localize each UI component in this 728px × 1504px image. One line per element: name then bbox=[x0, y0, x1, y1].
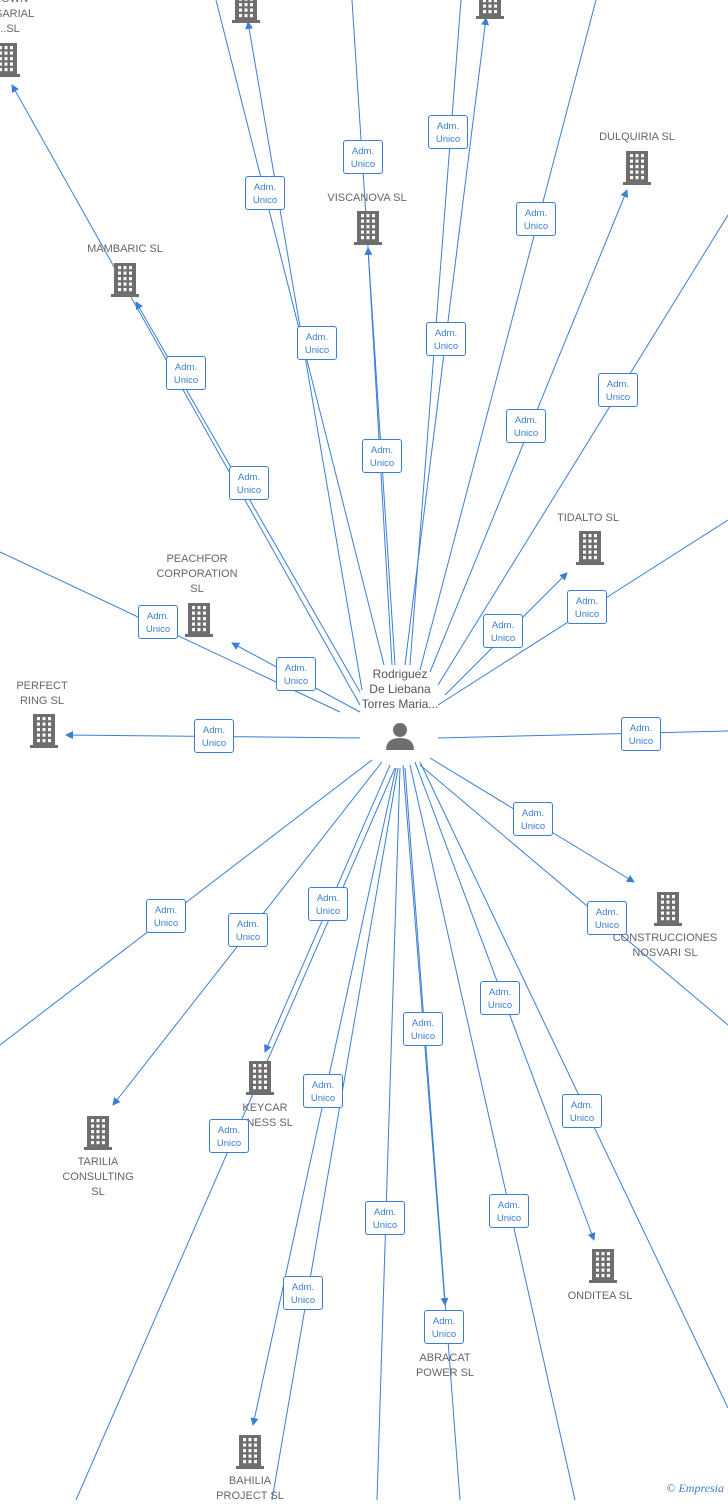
role-badge[interactable]: Adm. Unico bbox=[365, 1201, 405, 1235]
watermark: © Empresia bbox=[666, 1481, 724, 1495]
edge-line bbox=[351, 0, 396, 666]
role-badge[interactable]: Adm. Unico bbox=[426, 322, 466, 356]
company-label[interactable]: ABRACAT POWER SL bbox=[415, 1352, 475, 1379]
role-badge[interactable]: Adm. Unico bbox=[229, 466, 269, 500]
role-badge[interactable]: Adm. Unico bbox=[598, 373, 638, 407]
role-badge[interactable]: Adm. Unico bbox=[276, 657, 316, 691]
company-label[interactable]: BAHILIA PROJECT SL bbox=[216, 1475, 284, 1502]
company-label[interactable]: DULQUIRIA SL bbox=[599, 131, 675, 143]
role-badge[interactable]: Adm. Unico bbox=[567, 590, 607, 624]
role-badge[interactable]: Adm. Unico bbox=[506, 409, 546, 443]
building-icon bbox=[246, 1061, 274, 1095]
role-badge[interactable]: Adm. Unico bbox=[403, 1012, 443, 1046]
edge-line bbox=[437, 730, 728, 739]
company-label[interactable]: TARILIA CONSULTING SL bbox=[62, 1156, 134, 1198]
role-badge[interactable]: Adm. Unico bbox=[621, 717, 661, 751]
role-badge[interactable]: Adm. Unico bbox=[303, 1074, 343, 1108]
role-badge[interactable]: Adm. Unico bbox=[343, 140, 383, 174]
edge-line bbox=[419, 764, 728, 1026]
edge-line bbox=[419, 0, 597, 671]
role-badge[interactable]: Adm. Unico bbox=[362, 439, 402, 473]
role-badge[interactable]: Adm. Unico bbox=[428, 115, 468, 149]
building-icon bbox=[236, 1435, 264, 1469]
role-badge[interactable]: Adm. Unico bbox=[138, 605, 178, 639]
edge-line bbox=[404, 767, 461, 1500]
building-icon bbox=[476, 0, 504, 19]
building-icon bbox=[576, 531, 604, 565]
edge-line bbox=[409, 764, 576, 1500]
role-badge[interactable]: Adm. Unico bbox=[194, 719, 234, 753]
company-label[interactable]: CONSTRUCCIONES NOSVARI SL bbox=[612, 932, 718, 959]
role-badge[interactable]: Adm. Unico bbox=[209, 1119, 249, 1153]
edge-line bbox=[11, 84, 361, 706]
company-label[interactable]: TIDALTO SL bbox=[557, 512, 619, 524]
role-badge[interactable]: Adm. Unico bbox=[562, 1094, 602, 1128]
building-icon bbox=[354, 211, 382, 245]
company-label[interactable]: MAMBARIC SL bbox=[87, 243, 163, 255]
edge-line bbox=[437, 214, 728, 686]
role-badge[interactable]: Adm. Unico bbox=[480, 981, 520, 1015]
role-badge[interactable]: Adm. Unico bbox=[483, 614, 523, 648]
company-label[interactable]: PERFECT RING SL bbox=[16, 680, 68, 707]
building-icon bbox=[84, 1116, 112, 1150]
role-badge[interactable]: Adm. Unico bbox=[516, 202, 556, 236]
role-badge[interactable]: Adm. Unico bbox=[297, 326, 337, 360]
person-icon bbox=[386, 723, 414, 750]
building-icon bbox=[111, 263, 139, 297]
building-icon bbox=[232, 0, 260, 23]
edge-line bbox=[419, 761, 728, 1409]
role-badge[interactable]: Adm. Unico bbox=[166, 356, 206, 390]
company-label[interactable]: PEACHFOR CORPORATION SL bbox=[156, 553, 238, 595]
building-icon bbox=[654, 892, 682, 926]
role-badge[interactable]: Adm. Unico bbox=[283, 1276, 323, 1310]
role-badge[interactable]: Adm. Unico bbox=[245, 176, 285, 210]
person-label[interactable]: Rodriguez De Liebana Torres Maria... bbox=[361, 667, 439, 711]
role-badge[interactable]: Adm. Unico bbox=[228, 913, 268, 947]
role-badge[interactable]: Adm. Unico bbox=[308, 887, 348, 921]
edge-line bbox=[271, 767, 399, 1500]
role-badge[interactable]: Adm. Unico bbox=[513, 802, 553, 836]
role-badge[interactable]: Adm. Unico bbox=[587, 901, 627, 935]
role-badge[interactable]: Adm. Unico bbox=[424, 1310, 464, 1344]
building-icon bbox=[0, 43, 20, 77]
company-label[interactable]: ONDITEA SL bbox=[567, 1290, 633, 1302]
building-icon bbox=[30, 714, 58, 748]
company-label[interactable]: VISCANOVA SL bbox=[327, 192, 407, 204]
building-icon bbox=[623, 151, 651, 185]
company-label[interactable]: ...OWN ...SARIAL ..SL bbox=[0, 0, 35, 35]
edge-line bbox=[0, 759, 373, 1046]
role-badge[interactable]: Adm. Unico bbox=[489, 1194, 529, 1228]
building-icon bbox=[185, 603, 213, 637]
role-badge[interactable]: Adm. Unico bbox=[146, 899, 186, 933]
building-icon bbox=[589, 1249, 617, 1283]
edge-line bbox=[376, 767, 401, 1500]
